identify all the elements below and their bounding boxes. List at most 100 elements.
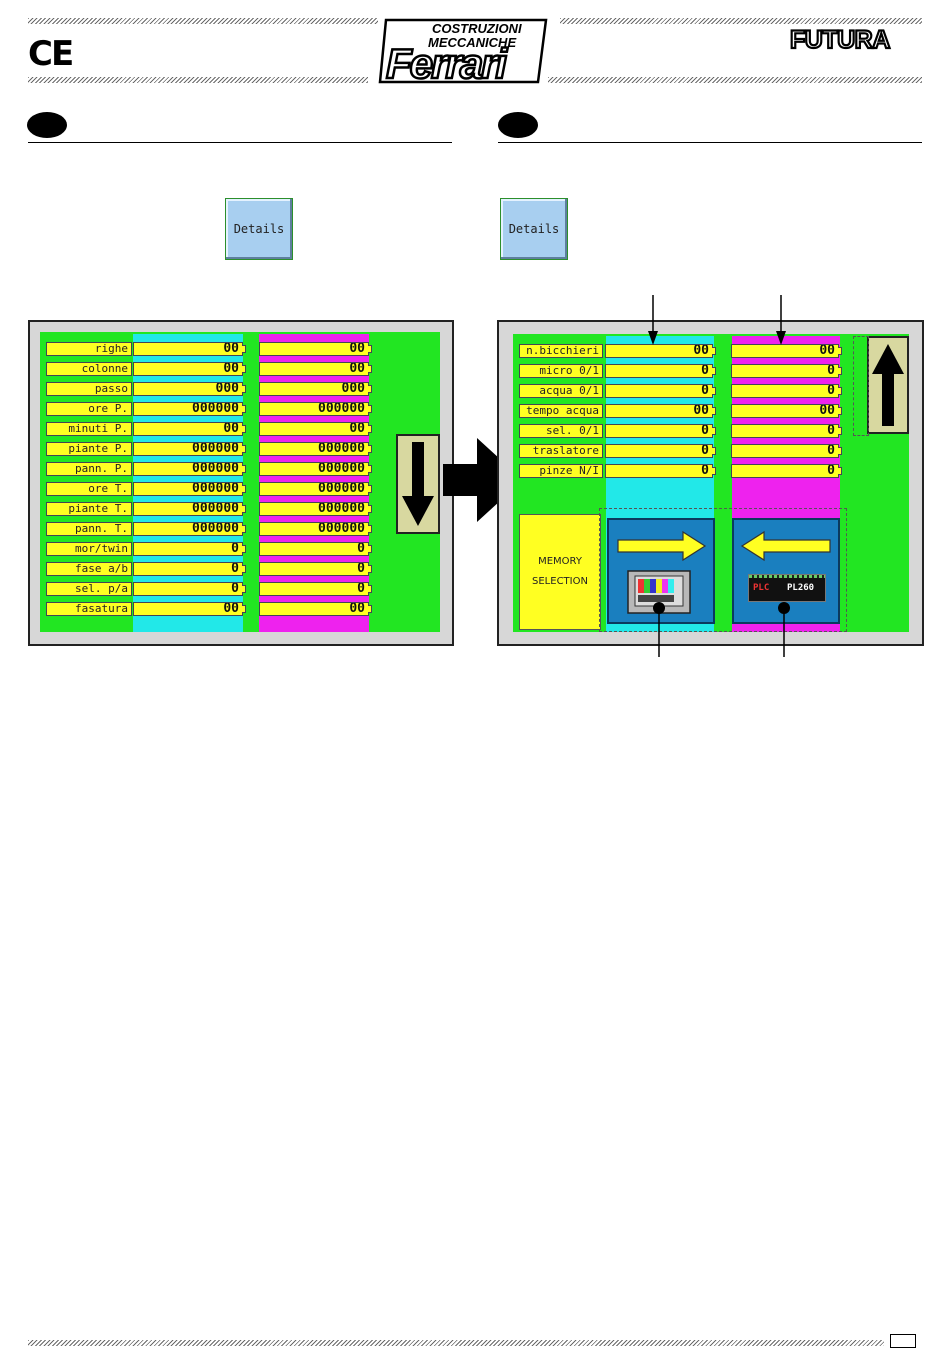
field-notch	[368, 345, 372, 353]
selection-outline	[853, 336, 869, 436]
field-notch	[242, 405, 246, 413]
value-field-2[interactable]: 00	[731, 344, 839, 358]
field-label: minuti P.	[46, 422, 132, 436]
value-field-2[interactable]: 0	[259, 542, 369, 556]
field-notch	[242, 385, 246, 393]
value-field-1[interactable]: 00	[133, 362, 243, 376]
field-label: acqua 0/1	[519, 384, 603, 398]
field-label: piante P.	[46, 442, 132, 456]
details-button-right[interactable]: Details	[500, 198, 568, 260]
value-field-1[interactable]: 00	[133, 422, 243, 436]
value-field-2[interactable]: 00	[259, 602, 369, 616]
field-notch	[368, 525, 372, 533]
plc-model: PL260	[787, 583, 815, 593]
field-notch	[838, 407, 842, 415]
memory-selection-label: MEMORY SELECTION	[519, 514, 601, 630]
value-field-1[interactable]: 0	[133, 582, 243, 596]
value-field-2[interactable]: 0	[259, 562, 369, 576]
value-field-1[interactable]: 000	[133, 382, 243, 396]
field-notch	[242, 505, 246, 513]
field-notch	[712, 407, 716, 415]
save-to-memory-button[interactable]	[607, 518, 715, 624]
field-notch	[368, 405, 372, 413]
value-field-1[interactable]: 00	[605, 344, 713, 358]
scroll-down-button[interactable]	[396, 434, 440, 534]
field-notch	[368, 445, 372, 453]
field-label: righe	[46, 342, 132, 356]
field-label: n.bicchieri	[519, 344, 603, 358]
arrow-right-icon	[617, 530, 707, 562]
section-rule-left	[28, 142, 452, 143]
value-field-2[interactable]: 0	[731, 384, 839, 398]
field-label: mor/twin	[46, 542, 132, 556]
details-button-left[interactable]: Details	[225, 198, 293, 260]
field-notch	[838, 347, 842, 355]
value-field-2[interactable]: 000000	[259, 442, 369, 456]
value-field-1[interactable]: 000000	[133, 522, 243, 536]
value-field-1[interactable]: 000000	[133, 442, 243, 456]
value-field-2[interactable]: 0	[731, 444, 839, 458]
value-field-1[interactable]: 000000	[133, 462, 243, 476]
arrow-left-icon	[740, 530, 831, 562]
value-field-1[interactable]: 000000	[133, 402, 243, 416]
value-field-1[interactable]: 000000	[133, 482, 243, 496]
value-field-1[interactable]: 00	[133, 342, 243, 356]
field-notch	[712, 447, 716, 455]
field-label: passo	[46, 382, 132, 396]
field-notch	[242, 485, 246, 493]
memory-line1: MEMORY	[538, 556, 582, 567]
value-field-1[interactable]: 0	[133, 562, 243, 576]
value-field-1[interactable]: 000000	[133, 502, 243, 516]
field-label: sel. p/a	[46, 582, 132, 596]
value-field-2[interactable]: 00	[259, 422, 369, 436]
field-notch	[712, 427, 716, 435]
value-field-2[interactable]: 000000	[259, 402, 369, 416]
header-hatch-bottom-right	[548, 77, 922, 83]
transition-arrow-icon	[443, 438, 523, 522]
futura-brand: FUTURA	[790, 25, 892, 54]
value-field-2[interactable]: 00	[259, 342, 369, 356]
field-notch	[242, 565, 246, 573]
value-field-2[interactable]: 000000	[259, 482, 369, 496]
value-field-1[interactable]: 00	[133, 602, 243, 616]
value-field-2[interactable]: 000000	[259, 462, 369, 476]
value-field-2[interactable]: 000000	[259, 502, 369, 516]
scroll-up-button[interactable]	[867, 336, 909, 434]
value-field-1[interactable]: 0	[133, 542, 243, 556]
field-label: ore P.	[46, 402, 132, 416]
field-notch	[712, 347, 716, 355]
field-notch	[368, 385, 372, 393]
header-hatch-bottom-left	[28, 77, 368, 83]
value-field-2[interactable]: 000	[259, 382, 369, 396]
field-notch	[242, 365, 246, 373]
load-from-plc-button[interactable]: PLC PL260	[732, 518, 840, 624]
field-notch	[838, 387, 842, 395]
field-notch	[368, 545, 372, 553]
value-field-2[interactable]: 0	[259, 582, 369, 596]
arrow-down-icon	[402, 442, 434, 526]
value-field-2[interactable]: 00	[259, 362, 369, 376]
ferrari-logo: COSTRUZIONI MECCANICHE Ferrari	[378, 18, 548, 86]
field-notch	[712, 467, 716, 475]
selection-outline	[599, 508, 847, 632]
ce-mark: CE	[28, 34, 74, 74]
field-notch	[838, 447, 842, 455]
field-notch	[838, 367, 842, 375]
field-label: pann. P.	[46, 462, 132, 476]
value-field-2[interactable]: 000000	[259, 522, 369, 536]
field-notch	[242, 585, 246, 593]
footer-hatch	[28, 1340, 884, 1346]
field-notch	[242, 445, 246, 453]
field-label: colonne	[46, 362, 132, 376]
value-field-2[interactable]: 00	[731, 404, 839, 418]
field-label: fasatura	[46, 602, 132, 616]
field-label: traslatore	[519, 444, 603, 458]
plc-text: PLC	[753, 583, 770, 593]
field-notch	[368, 365, 372, 373]
field-notch	[242, 605, 246, 613]
field-notch	[242, 425, 246, 433]
brand-name: FUTURA	[790, 26, 890, 54]
field-label: tempo acqua	[519, 404, 603, 418]
